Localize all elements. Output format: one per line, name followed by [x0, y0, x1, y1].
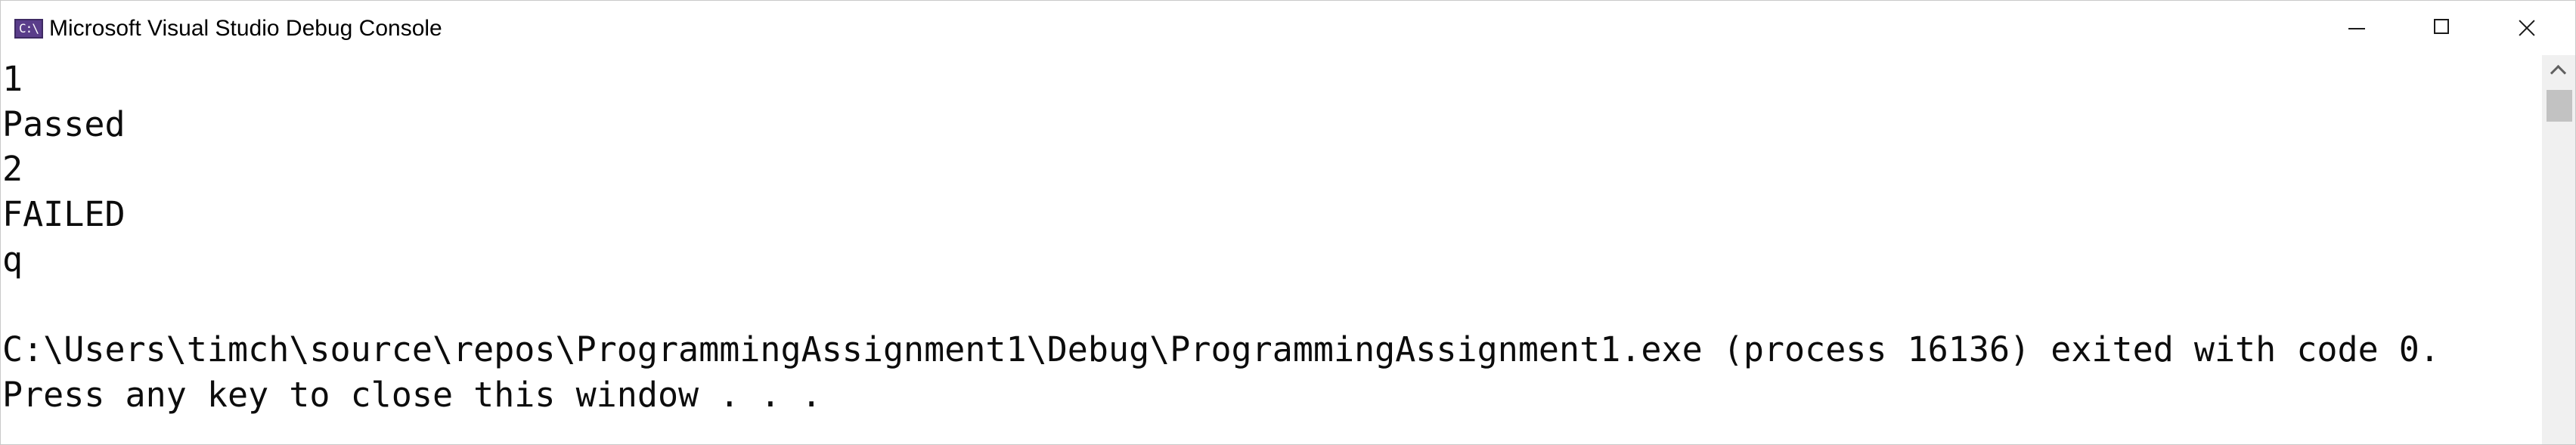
window-title: Microsoft Visual Studio Debug Console — [49, 16, 442, 41]
scroll-up-button[interactable] — [2542, 55, 2575, 87]
console-exit-message: C:\Users\timch\source\repos\ProgrammingA… — [2, 329, 2440, 369]
vertical-scrollbar[interactable] — [2542, 55, 2575, 444]
console-output[interactable]: 1 Passed 2 FAILED q C:\Users\timch\sourc… — [1, 55, 2541, 444]
console-line: 1 — [2, 59, 23, 99]
title-bar[interactable]: C:\ Microsoft Visual Studio Debug Consol… — [1, 1, 2575, 55]
console-line: Passed — [2, 104, 126, 144]
console-line: 2 — [2, 149, 23, 189]
console-line: FAILED — [2, 194, 126, 234]
close-button[interactable] — [2489, 1, 2565, 55]
console-line: q — [2, 239, 23, 280]
maximize-button[interactable] — [2404, 1, 2479, 55]
scrollbar-thumb[interactable] — [2547, 90, 2572, 122]
console-prompt-message: Press any key to close this window . . . — [2, 375, 822, 415]
console-app-icon: C:\ — [14, 19, 43, 39]
minimize-button[interactable] — [2318, 1, 2394, 55]
